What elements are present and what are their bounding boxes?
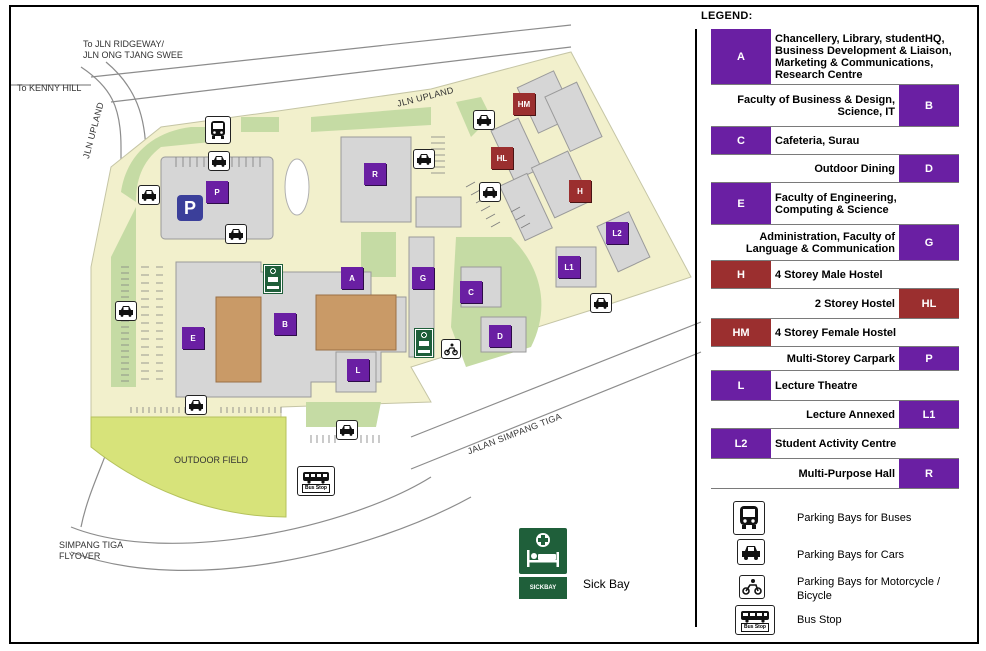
legend-bus-stop-text: Bus Stop — [797, 614, 842, 626]
legend-code-l1: L1 — [899, 401, 959, 428]
road-network — [11, 24, 702, 571]
legend-code-c: C — [711, 127, 771, 154]
bus-icon — [205, 116, 231, 144]
legend-bus-text: Parking Bays for Buses — [797, 512, 912, 524]
car-icon — [185, 395, 207, 415]
legend-row-h: H 4 Storey Male Hostel — [711, 261, 959, 289]
legend-divider — [695, 29, 697, 627]
legend-code-l2: L2 — [711, 429, 771, 458]
building-marker-e[interactable]: E — [182, 327, 204, 349]
legend-car-text: Parking Bays for Cars — [797, 549, 904, 561]
building-marker-b[interactable]: B — [274, 313, 296, 335]
legend-text-b: Faculty of Business & Design, Science, I… — [737, 93, 895, 118]
building-marker-l1[interactable]: L1 — [558, 256, 580, 278]
legend-row-c: C Cafeteria, Surau — [711, 127, 959, 155]
car-icon — [225, 224, 247, 244]
building-marker-l2[interactable]: L2 — [606, 222, 628, 244]
building-marker-l[interactable]: L — [347, 359, 369, 381]
legend-code-hl: HL — [899, 289, 959, 318]
legend-text-h: 4 Storey Male Hostel — [775, 268, 883, 281]
legend-motorcycle-text: Parking Bays for Motorcycle / Bicycle — [797, 576, 941, 602]
legend-row-hl: HL 2 Storey Hostel — [711, 289, 959, 319]
legend-text-hl: 2 Storey Hostel — [814, 297, 895, 310]
legend-code-hm: HM — [711, 319, 771, 346]
legend-code-h: H — [711, 261, 771, 288]
legend-text-hm: 4 Storey Female Hostel — [775, 326, 897, 339]
legend-text-g: Administration, Faculty of Language & Co… — [745, 230, 895, 255]
legend-row-r: R Multi-Purpose Hall — [711, 459, 959, 489]
car-icon — [473, 110, 495, 130]
sickbay-label: Sick Bay — [583, 577, 630, 591]
hall-roofs — [215, 294, 397, 383]
legend-row-d: D Outdoor Dining — [711, 155, 959, 183]
campus-map — [11, 24, 702, 571]
legend-title: LEGEND: — [701, 10, 753, 22]
car-icon — [413, 149, 435, 169]
oval-lawn — [284, 158, 310, 216]
campus-map-frame: To JLN RIDGEWAY/ JLN ONG TJANG SWEE To K… — [9, 5, 979, 644]
legend-row-l: L Lecture Theatre — [711, 371, 959, 401]
road-label-flyover: SIMPANG TIGA FLYOVER — [59, 540, 124, 561]
road-label-ridgeway: To JLN RIDGEWAY/ JLN ONG TJANG SWEE — [83, 39, 183, 60]
legend-text-e: Faculty of Engineering, Computing & Scie… — [775, 191, 897, 216]
sickbay-icon — [263, 264, 283, 294]
legend-text-r: Multi-Purpose Hall — [798, 467, 895, 480]
bus-icon — [733, 501, 765, 535]
legend-text-a: Chancellery, Library, studentHQ, Busines… — [775, 32, 952, 81]
building-marker-hm[interactable]: HM — [513, 93, 535, 115]
legend-text-p: Multi-Storey Carpark — [786, 352, 895, 365]
bus-stop-icon: Bus Stop — [297, 466, 335, 496]
legend-row-hm: HM 4 Storey Female Hostel — [711, 319, 959, 347]
legend-code-b: B — [899, 85, 959, 126]
legend-bus-stop-badge: Bus Stop — [741, 622, 769, 632]
car-icon — [590, 293, 612, 313]
building-marker-a[interactable]: A — [341, 267, 363, 289]
car-icon — [336, 420, 358, 440]
legend-text-l2: Student Activity Centre — [775, 437, 897, 450]
car-icon — [138, 185, 160, 205]
car-icon — [479, 182, 501, 202]
legend-code-a: A — [711, 29, 771, 84]
sickbay-icon — [414, 328, 434, 358]
bus-stop-text: Bus Stop — [302, 483, 330, 493]
legend-text-l: Lecture Theatre — [775, 379, 858, 392]
parking-p-icon: P — [177, 195, 203, 221]
legend-code-r: R — [899, 459, 959, 488]
legend-code-l: L — [711, 371, 771, 400]
motorcycle-icon — [441, 339, 461, 359]
legend-code-g: G — [899, 225, 959, 260]
building-marker-c[interactable]: C — [460, 281, 482, 303]
building-marker-d[interactable]: D — [489, 325, 511, 347]
legend-row-l2: L2 Student Activity Centre — [711, 429, 959, 459]
car-icon — [115, 301, 137, 321]
legend-code-e: E — [711, 183, 771, 224]
car-icon — [737, 539, 765, 565]
sickbay-badge: SICKBAY — [519, 577, 567, 599]
motorcycle-icon — [739, 575, 765, 599]
legend-text-l1: Lecture Annexed — [806, 408, 895, 421]
sickbay-symbol: SICKBAY — [519, 528, 567, 602]
legend-row-p: P Multi-Storey Carpark — [711, 347, 959, 371]
legend-code-p: P — [899, 347, 959, 370]
building-marker-p[interactable]: P — [206, 181, 228, 203]
building-marker-g[interactable]: G — [412, 267, 434, 289]
legend-text-d: Outdoor Dining — [814, 162, 895, 175]
car-icon — [208, 151, 230, 171]
outdoor-field-label: OUTDOOR FIELD — [174, 455, 249, 465]
road-label-kenny-hill: To KENNY HILL — [17, 83, 82, 93]
legend-row-l1: L1 Lecture Annexed — [711, 401, 959, 429]
building-marker-r[interactable]: R — [364, 163, 386, 185]
legend-code-d: D — [899, 155, 959, 182]
outdoor-field — [90, 416, 287, 518]
building-marker-h[interactable]: H — [569, 180, 591, 202]
building-marker-hl[interactable]: HL — [491, 147, 513, 169]
legend-text-c: Cafeteria, Surau — [775, 134, 860, 147]
bus-stop-icon: Bus Stop — [735, 605, 775, 635]
